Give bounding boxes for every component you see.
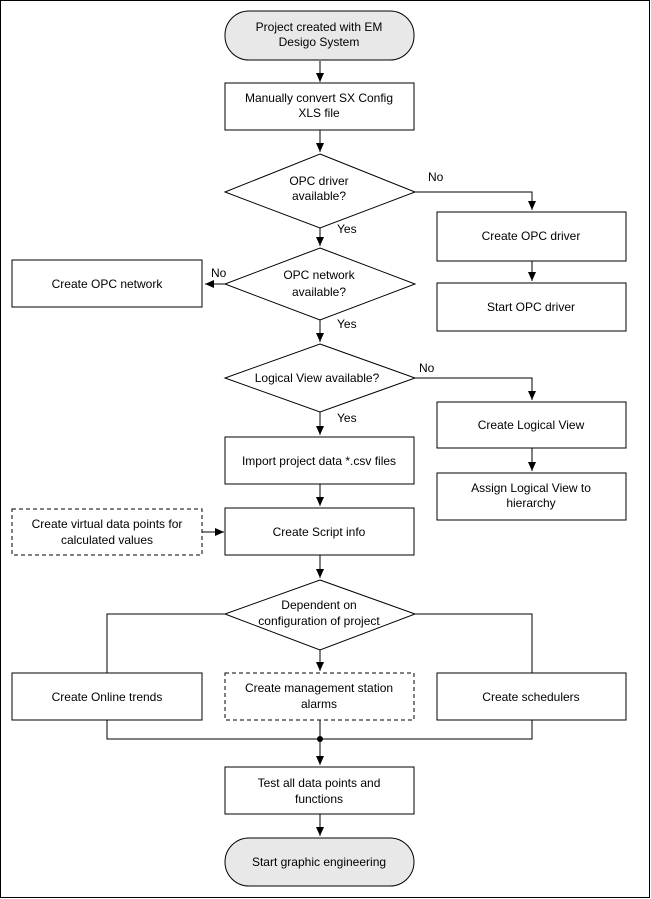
opc-driver-decision (223, 153, 417, 229)
create-schedulers-label: Create schedulers (482, 690, 579, 704)
logical-view-q-label: Logical View available? (255, 371, 380, 385)
dependent-decision (223, 579, 417, 651)
import-data-process (224, 436, 415, 485)
connectors (106, 61, 536, 836)
convert-process (224, 82, 415, 131)
label-no-opc-driver: No (428, 170, 444, 184)
create-opc-driver-label: Create OPC driver (482, 229, 581, 243)
create-online-trends-label: Create Online trends (52, 690, 163, 704)
end-label: Start graphic engineering (252, 855, 386, 869)
create-logical-view-label: Create Logical View (478, 418, 585, 432)
start-terminal (224, 10, 415, 61)
create-opc-network-process (11, 259, 203, 308)
label-yes-opc-driver: Yes (337, 222, 357, 236)
create-logical-view-process (436, 401, 627, 449)
label-yes-opc-network: Yes (337, 317, 357, 331)
end-terminal (224, 837, 415, 887)
create-online-trends-process (11, 672, 203, 721)
start-opc-driver-process (436, 282, 627, 332)
create-schedulers-process (436, 672, 627, 721)
label-no-opc-network: No (211, 266, 227, 280)
create-virtual-points-optional-process (11, 508, 203, 556)
import-data-label: Import project data *.csv files (242, 454, 396, 468)
create-script-info-process (224, 507, 415, 556)
create-script-info-label: Create Script info (273, 525, 366, 539)
test-points-process (224, 766, 415, 815)
create-opc-driver-process (436, 211, 627, 262)
label-yes-logical-view: Yes (337, 411, 357, 425)
edge-opc-driver-q-no (415, 191, 536, 210)
assign-logical-view-process (436, 472, 627, 521)
create-opc-network-label: Create OPC network (52, 277, 164, 291)
nodes (11, 10, 627, 887)
edge-dependent-to-schedulers (415, 613, 533, 673)
label-no-logical-view: No (419, 361, 435, 375)
logical-view-decision (223, 343, 417, 413)
edge-logical-view-q-no (415, 377, 536, 400)
create-alarms-optional-process (224, 672, 415, 721)
opc-network-decision (223, 247, 417, 321)
merge-junction-dot (317, 736, 323, 742)
edge-dependent-to-online-trends (106, 613, 225, 673)
start-opc-driver-label: Start OPC driver (487, 300, 575, 314)
